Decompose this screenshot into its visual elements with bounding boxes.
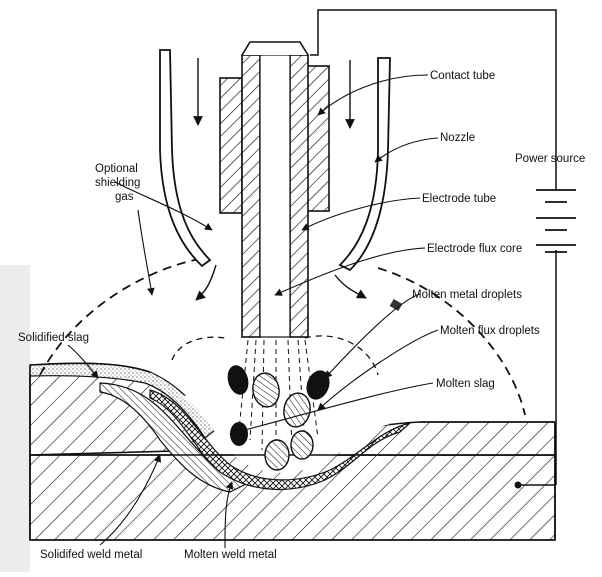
- electrode-tube: [242, 42, 308, 337]
- label-molten-slag: Molten slag: [436, 378, 495, 390]
- label-contact-tube: Contact tube: [430, 70, 495, 82]
- base-shade: [0, 265, 30, 572]
- label-nozzle: Nozzle: [440, 132, 475, 144]
- label-molten-metal-droplets: Molten metal droplets: [412, 289, 522, 301]
- label-power-source: Power source: [515, 153, 585, 165]
- label-optional-shielding-gas-1: Optional: [95, 163, 138, 175]
- label-electrode-flux-core: Electrode flux core: [427, 243, 522, 255]
- label-optional-shielding-gas-3: gas: [115, 191, 134, 203]
- gas-envelope-left: [40, 258, 205, 375]
- label-electrode-tube: Electrode tube: [422, 193, 496, 205]
- arc-plume-right: [305, 336, 378, 375]
- label-molten-flux-droplets: Molten flux droplets: [440, 325, 540, 337]
- ground-connection-dot: [515, 482, 522, 489]
- label-molten-weld-metal: Molten weld metal: [184, 549, 277, 561]
- label-solidified-slag: Solidified slag: [18, 332, 89, 344]
- label-solidified-weld-metal: Solidifed weld metal: [40, 549, 142, 561]
- battery-icon: [536, 190, 576, 252]
- arc-plume-left: [172, 337, 225, 360]
- label-optional-shielding-gas-2: shielding: [95, 177, 140, 189]
